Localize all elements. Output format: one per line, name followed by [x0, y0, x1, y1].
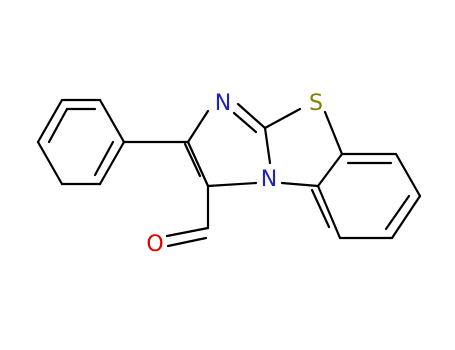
nitrogen-atom: N — [215, 91, 231, 116]
oxygen-atom: O — [146, 232, 163, 257]
bond — [310, 188, 331, 229]
bond — [47, 107, 69, 144]
bond — [384, 194, 411, 231]
bond — [165, 226, 210, 238]
bond — [166, 236, 208, 248]
ring-nitrogen-atom: N — [261, 167, 277, 192]
bond — [280, 181, 320, 188]
bond — [236, 102, 267, 130]
bond — [186, 140, 210, 188]
bond — [206, 181, 258, 188]
bond — [98, 140, 126, 186]
bond — [263, 107, 302, 130]
bond — [390, 194, 422, 240]
bond — [394, 152, 422, 198]
bond — [316, 152, 344, 188]
atom-labels: N S N O — [146, 91, 323, 257]
bond — [183, 142, 202, 178]
bond — [98, 98, 126, 144]
bond — [186, 109, 210, 144]
bonds — [36, 98, 422, 248]
bond — [323, 110, 344, 156]
bond — [232, 111, 258, 134]
sulfur-atom: S — [309, 91, 323, 116]
bond — [263, 126, 272, 165]
bond — [93, 140, 115, 177]
bond — [36, 98, 64, 144]
bond — [36, 140, 64, 186]
bond — [316, 184, 342, 240]
